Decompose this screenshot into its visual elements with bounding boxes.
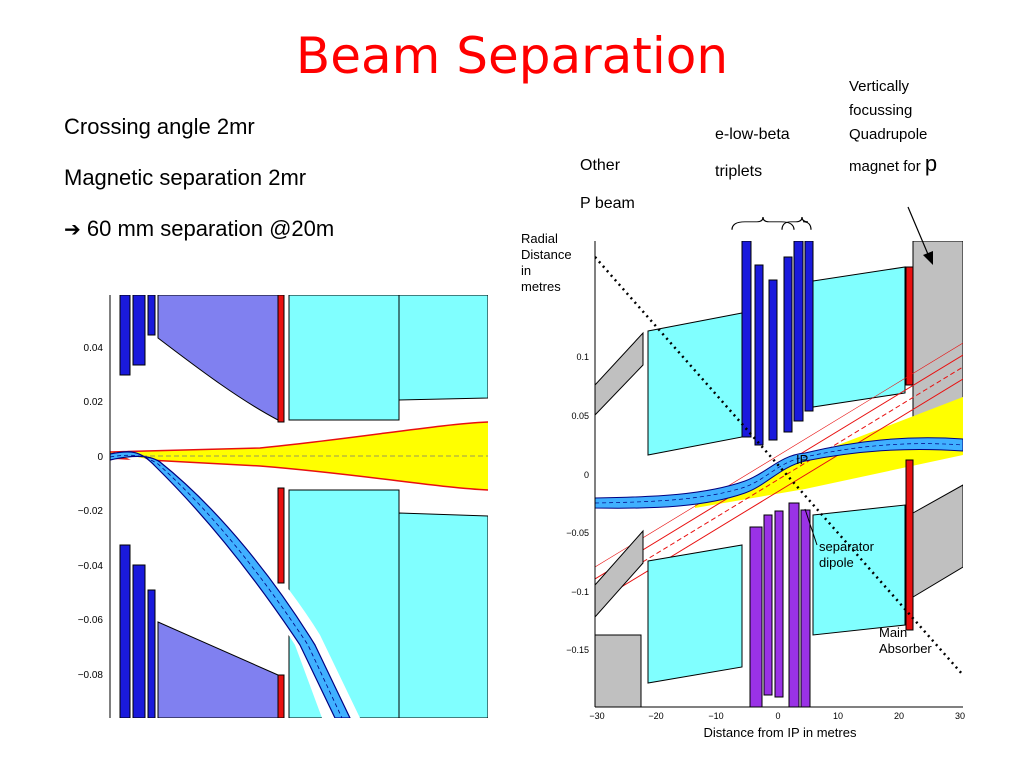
blue-quad-upper xyxy=(147,295,156,336)
right-x-axis-label: Distance from IP in metres xyxy=(704,725,857,740)
blue-beam-axis xyxy=(595,443,963,504)
blue-quad-lower xyxy=(119,544,131,718)
radial-label-line3: in xyxy=(521,263,531,278)
cyan-magnet-upper-right xyxy=(812,266,906,408)
label-vq-p: p xyxy=(924,151,938,176)
lavender-magnet-lower xyxy=(157,621,279,718)
label-vq-line1: Vertically xyxy=(849,78,910,95)
bullet-separation-text: 60 mm separation @20m xyxy=(86,216,335,241)
blue-quad-upper xyxy=(754,264,764,446)
beam-channel xyxy=(115,452,360,718)
left-ytick-label: 0 xyxy=(97,452,103,463)
label-vq-line2: focussing xyxy=(849,102,913,119)
bullet-separation-distance: ➔ 60 mm separation @20m xyxy=(64,216,334,243)
blue-quad-upper xyxy=(793,241,804,422)
right-ytick-label: −0.05 xyxy=(566,528,589,538)
right-xtick-label: 0 xyxy=(775,711,780,721)
label-e-low-beta-line2: triplets xyxy=(715,163,763,180)
cyan-magnet-lower xyxy=(398,512,488,718)
bullet-crossing-angle: Crossing angle 2mr xyxy=(64,114,255,139)
vq-pointer-line xyxy=(907,206,931,260)
right-xtick-label: −10 xyxy=(708,711,723,721)
gray-block-lower-left xyxy=(595,634,642,707)
separator-label-line2: dipole xyxy=(819,555,854,570)
right-xtick-label: 30 xyxy=(955,711,965,721)
right-ytick-label: 0.05 xyxy=(571,411,589,421)
label-vq-line4: magnet for p xyxy=(849,153,937,176)
radial-label-line1: Radial xyxy=(521,231,558,246)
left-ytick-label: −0.08 xyxy=(78,670,104,681)
page-title: Beam Separation xyxy=(295,27,729,85)
left-separation-plot: 0.04 0.02 0 −0.02 −0.04 −0.06 −0.08 xyxy=(78,295,488,718)
gray-block-upper-left xyxy=(595,331,644,416)
blue-quad-upper xyxy=(783,256,793,433)
cyan-magnet-lower-right xyxy=(812,504,906,636)
right-xtick-label: −20 xyxy=(648,711,663,721)
right-ytick-label: −0.15 xyxy=(566,645,589,655)
left-ytick-label: 0.04 xyxy=(84,343,104,354)
red-crossing-line xyxy=(595,342,963,568)
right-xtick-label: −30 xyxy=(589,711,604,721)
left-ytick-label: 0.02 xyxy=(84,397,104,408)
yellow-beam-envelope xyxy=(110,422,488,490)
label-other-beam-line2: P beam xyxy=(580,195,635,212)
violet-quad-lower xyxy=(788,502,800,707)
red-absorber-lower xyxy=(277,674,285,718)
label-e-low-beta-line1: e-low-beta xyxy=(715,126,790,143)
right-ytick-label: 0 xyxy=(584,470,589,480)
left-ytick-label: −0.04 xyxy=(78,561,104,572)
absorber-label-line2: Absorber xyxy=(879,641,932,656)
radial-label-line4: metres xyxy=(521,279,561,294)
triplet-brace-spacer xyxy=(783,205,813,221)
blue-quad-lower xyxy=(132,564,146,718)
red-absorber-lower xyxy=(277,487,285,584)
blue-quad-upper xyxy=(119,295,131,376)
cyan-magnet-upper xyxy=(398,295,488,401)
beam-edge-line xyxy=(110,457,488,491)
blue-quad-lower xyxy=(147,589,156,718)
right-separation-plot: Radial Distance in metres 0.1 0.05 0 −0.… xyxy=(521,205,965,740)
blue-beam-envelope xyxy=(595,437,963,509)
cyan-magnet-upper xyxy=(288,295,400,421)
ip-label: IP xyxy=(796,452,808,467)
vq-pointer-arrowhead-icon xyxy=(923,251,933,265)
right-ytick-label: 0.1 xyxy=(576,352,589,362)
violet-quad-lower xyxy=(800,509,811,707)
right-xtick-label: 10 xyxy=(833,711,843,721)
label-vq-line3: Quadrupole xyxy=(849,126,928,143)
right-ytick-label: −0.1 xyxy=(571,587,589,597)
triplet-brace-right xyxy=(781,216,812,230)
bullet-magnetic-separation: Magnetic separation 2mr xyxy=(64,165,307,190)
beam-edge-line xyxy=(110,421,488,453)
blue-quad-upper xyxy=(132,295,146,366)
red-absorber-upper xyxy=(277,295,285,423)
red-absorber-lower xyxy=(905,459,914,631)
blue-quad-upper xyxy=(768,279,778,441)
label-other-beam-line1: Other xyxy=(580,157,621,174)
label-vq-magnet-for: magnet for xyxy=(849,158,921,175)
arrow-right-icon: ➔ xyxy=(64,219,81,241)
violet-quad-lower xyxy=(774,510,784,698)
separator-pointer-line xyxy=(804,508,818,546)
violet-quad-lower xyxy=(749,526,763,707)
right-xtick-label: 20 xyxy=(894,711,904,721)
absorber-label-line1: Main xyxy=(879,625,907,640)
blue-quad-upper xyxy=(804,241,814,412)
blue-beam-axis xyxy=(110,454,343,718)
cyan-magnet-lower xyxy=(288,489,400,718)
cyan-magnet-lower-left xyxy=(647,544,743,684)
red-absorber-upper xyxy=(905,266,914,386)
radial-label-line2: Distance xyxy=(521,247,572,262)
violet-quad-lower xyxy=(763,514,773,696)
blue-beam-envelope xyxy=(110,451,351,718)
separator-label-line1: separator xyxy=(819,539,875,554)
blue-quad-upper xyxy=(741,241,752,438)
left-ytick-label: −0.06 xyxy=(78,615,104,626)
gray-block-lower-left xyxy=(595,529,644,618)
left-ytick-label: −0.02 xyxy=(78,506,104,517)
